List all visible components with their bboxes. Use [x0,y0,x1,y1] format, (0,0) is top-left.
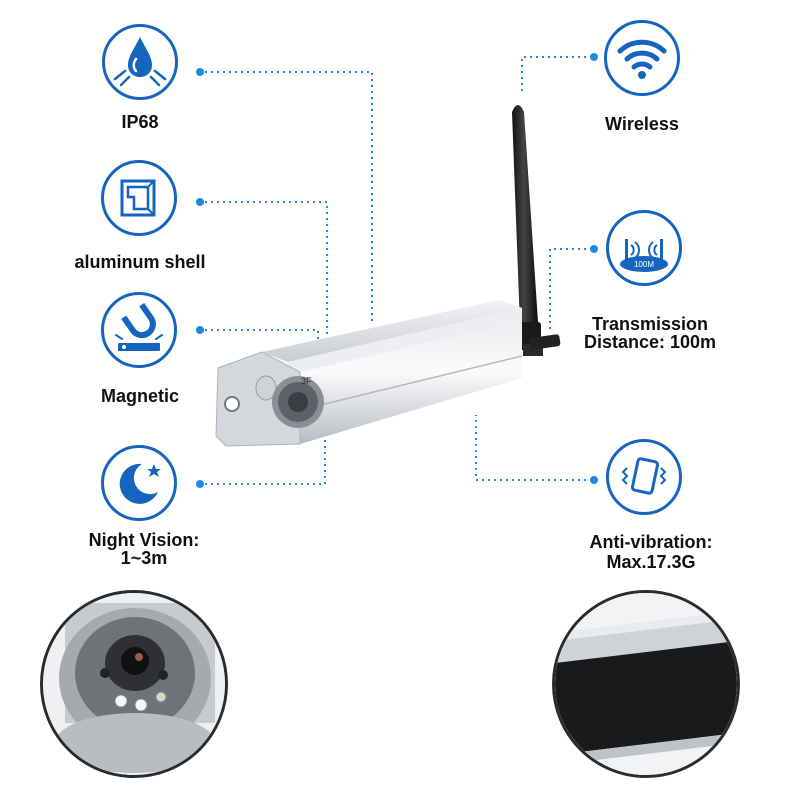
night-vision-label-line2: 1~3m [120,548,168,568]
transmission-label-line1: Transmission [591,314,709,334]
transmission-connector-dot [590,245,598,253]
transmission-label-line2: Distance: 100m [583,332,717,352]
anti-vibration-label-line2: Max.17.3G [606,552,696,572]
anti-vibration-connector-dot [590,476,598,484]
aluminum-shell-connector-dot [196,198,204,206]
magnetic-connector-dot [196,326,204,334]
ip68-connector-dot [196,68,204,76]
camera-lens-closeup [40,590,228,778]
ip68-label: IP68 [121,112,159,132]
anti-vibration-label-line1: Anti-vibration: [589,532,713,552]
magnetic-base-closeup [552,590,740,778]
metal-shell-icon [101,160,177,236]
moon-star-icon [101,445,177,521]
wifi-icon [604,20,680,96]
wireless-label: Wireless [605,114,679,134]
svg-text:100M: 100M [634,260,654,269]
aluminum-shell-label: aluminum shell [74,252,206,272]
svg-text:3F: 3F [301,376,312,386]
magnetic-label: Magnetic [100,386,179,406]
magnet-icon [101,292,177,368]
water-drop-icon [102,24,178,100]
router-range-icon: 100M [606,210,682,286]
wireless-connector-dot [590,53,598,61]
night-vision-label-line1: Night Vision: [88,530,200,550]
vibrating-phone-icon [606,439,682,515]
night-vision-connector-dot [196,480,204,488]
